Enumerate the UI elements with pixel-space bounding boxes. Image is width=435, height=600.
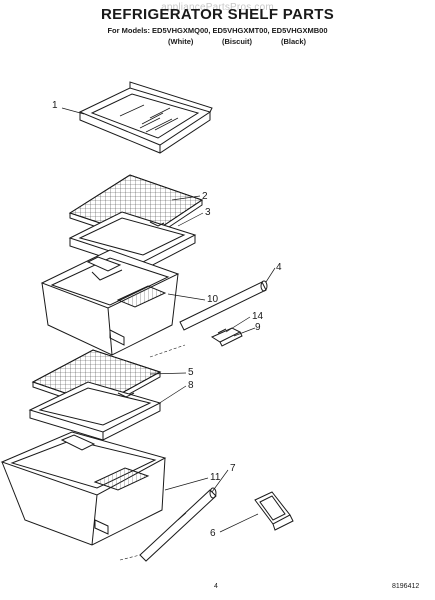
assembly-lines — [119, 344, 186, 561]
callout-4: 4 — [276, 262, 282, 273]
part-1-glass-shelf — [78, 81, 213, 154]
part-8-cover-frame — [28, 381, 162, 441]
color-black: (Black) — [281, 37, 307, 46]
callout-1: 1 — [52, 100, 58, 111]
callout-14: 14 — [252, 311, 264, 322]
callout-3: 3 — [205, 207, 211, 218]
callout-2: 2 — [202, 191, 208, 202]
callout-labels: 1 2 3 4 10 14 9 5 8 7 11 6 — [52, 100, 282, 539]
callout-8: 8 — [188, 380, 194, 391]
callout-5: 5 — [188, 367, 194, 378]
callout-9: 9 — [255, 322, 261, 333]
callout-6: 6 — [210, 528, 216, 539]
callout-11: 11 — [210, 472, 221, 483]
callout-7: 7 — [230, 463, 236, 474]
leader-lines — [61, 107, 276, 533]
page-number: 4 — [214, 583, 218, 590]
page-title: REFRIGERATOR SHELF PARTS — [100, 6, 335, 23]
part-11-crisper-drawer — [0, 431, 167, 546]
part-10-crisper-drawer — [40, 249, 180, 356]
part-9-14-clip — [210, 327, 243, 347]
color-white: (White) — [168, 37, 194, 46]
document-number: 8196412 — [392, 583, 420, 590]
model-list: For Models: ED5VHGXMQ00, ED5VHGXMT00, ED… — [107, 26, 328, 35]
part-4-support-rod — [179, 280, 268, 331]
part-6-bracket — [254, 491, 294, 531]
part-7-support-rod — [139, 487, 217, 562]
callout-10: 10 — [207, 294, 219, 305]
color-biscuit: (Biscuit) — [222, 37, 252, 46]
watermark: appliancePartsPros.com — [161, 2, 274, 13]
